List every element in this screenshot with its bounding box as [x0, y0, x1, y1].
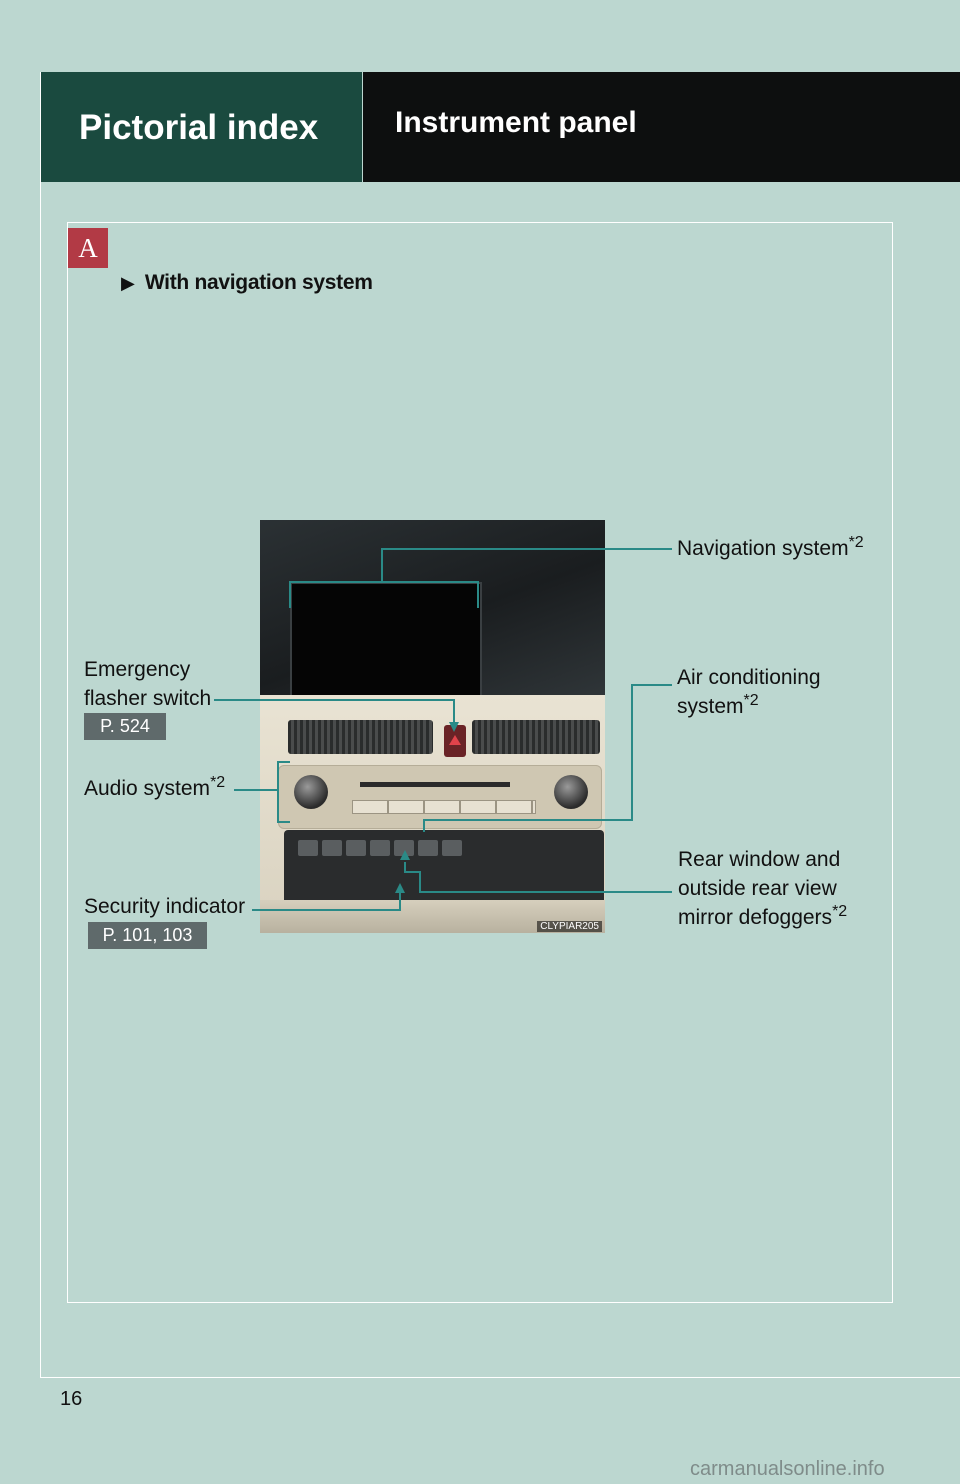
- emergency-line1: Emergency: [84, 658, 191, 681]
- air-conditioning-leader: [423, 684, 672, 832]
- security-label: Security indicator: [84, 895, 246, 918]
- content-box: [67, 222, 893, 1303]
- security-callout: Security indicator: [84, 892, 245, 921]
- emergency-callout: Emergency flasher switch: [84, 655, 211, 713]
- image-code: CLYPIAR205: [537, 921, 602, 932]
- air-conditioning-callout: Air conditioning system*2: [677, 663, 821, 721]
- section-title: Pictorial index: [79, 108, 319, 147]
- climate-button: [322, 840, 342, 856]
- navigation-leader: [289, 581, 479, 608]
- navigation-callout: Navigation system*2: [677, 534, 864, 563]
- triangle-marker-icon: ▶: [121, 273, 135, 293]
- page-number: 16: [60, 1388, 83, 1410]
- audio-unit: [278, 765, 602, 829]
- audio-leader: [234, 761, 290, 791]
- page-header: Instrument panel: [363, 72, 960, 182]
- volume-knob: [294, 775, 328, 809]
- arrow-head-icon: [449, 722, 459, 732]
- cd-slot: [360, 782, 510, 787]
- footnote-mark: *2: [210, 774, 226, 791]
- audio-callout: Audio system*2: [84, 774, 225, 803]
- air-conditioning-line2: system: [677, 695, 744, 718]
- left-air-vent: [288, 720, 433, 754]
- footnote-mark: *2: [848, 534, 864, 551]
- security-page-ref[interactable]: P. 101, 103: [88, 922, 207, 949]
- emergency-page-ref[interactable]: P. 524: [84, 713, 166, 740]
- rear-window-line1: Rear window and: [678, 848, 841, 871]
- rear-window-line3: mirror defoggers: [678, 906, 833, 929]
- climate-button: [298, 840, 318, 856]
- section-header: Pictorial index: [41, 72, 362, 182]
- rear-window-leader: [404, 862, 672, 893]
- hazard-button-icon: [444, 725, 466, 757]
- navigation-screen: [290, 582, 482, 704]
- navigation-label: Navigation system: [677, 537, 849, 560]
- arrow-head-icon: [400, 850, 410, 860]
- climate-button: [370, 840, 390, 856]
- audio-button-row: [352, 800, 536, 814]
- emergency-line2: flasher switch: [84, 687, 212, 710]
- security-leader: [252, 892, 401, 911]
- variant-label: With navigation system: [144, 271, 373, 294]
- navigation-leader: [381, 548, 672, 582]
- rear-window-line2: outside rear view: [678, 877, 837, 900]
- page-frame: [40, 72, 960, 1378]
- section-badge: A: [68, 228, 108, 268]
- footnote-mark: *2: [743, 692, 759, 709]
- page-title: Instrument panel: [395, 106, 637, 139]
- footnote-mark: *2: [832, 903, 848, 920]
- tune-knob: [554, 775, 588, 809]
- emergency-leader: [214, 699, 455, 722]
- arrow-head-icon: [395, 883, 405, 893]
- defogger-button: [394, 840, 414, 856]
- audio-label: Audio system: [84, 777, 211, 800]
- air-conditioning-line1: Air conditioning: [677, 666, 821, 689]
- watermark: carmanualsonline.info: [690, 1458, 885, 1480]
- audio-leader: [277, 790, 290, 823]
- rear-window-callout: Rear window and outside rear view mirror…: [678, 845, 847, 932]
- climate-button: [346, 840, 366, 856]
- variant-heading: ▶ With navigation system: [121, 270, 373, 296]
- climate-button: [442, 840, 462, 856]
- right-air-vent: [472, 720, 600, 754]
- climate-button: [418, 840, 438, 856]
